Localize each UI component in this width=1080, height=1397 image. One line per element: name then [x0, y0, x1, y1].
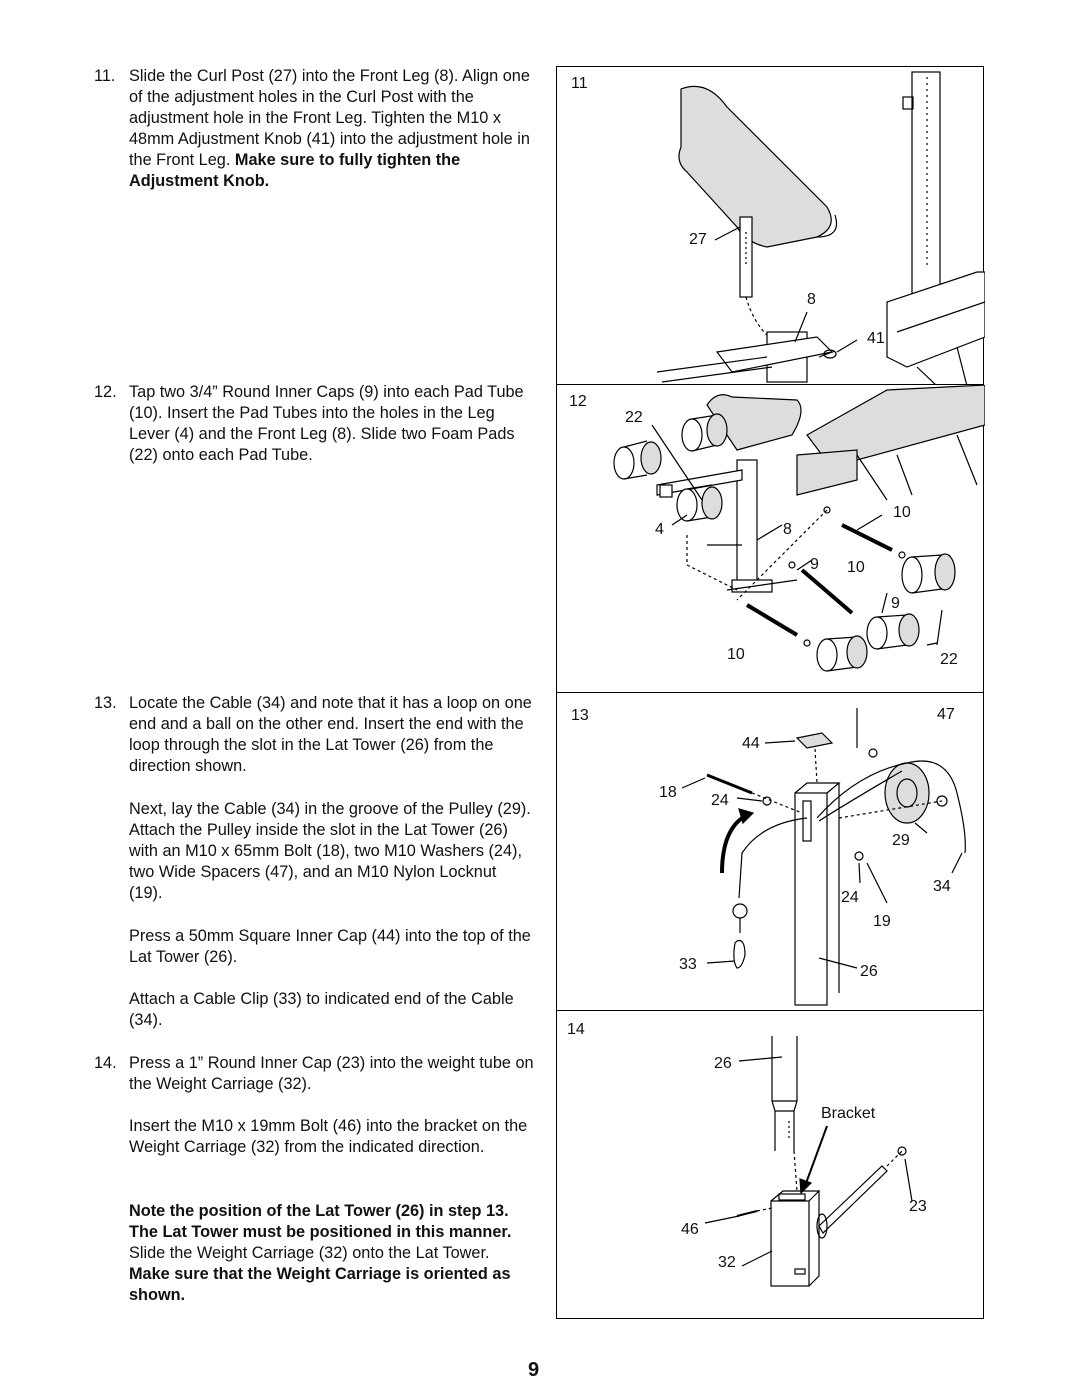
pad-tube-diagram — [613, 385, 985, 672]
page-number: 9 — [528, 1359, 540, 1381]
step-text: Press a 1” Round Inner Cap (23) into the… — [129, 1054, 534, 1093]
step-text: Locate the Cable (34) and note that it h… — [129, 694, 532, 775]
step-text: Tap two 3/4” Round Inner Caps (9) into e… — [129, 383, 524, 464]
figure-number: 14 — [567, 1021, 585, 1038]
figure-11: 11 27 8 41 — [556, 66, 985, 386]
callout-label: 8 — [807, 291, 816, 308]
callout-label: 10 — [893, 504, 911, 521]
callout-label: 4 — [655, 521, 664, 538]
callout-label: 47 — [937, 706, 955, 723]
step-text: Slide the Weight Carriage (32) onto the … — [129, 1244, 490, 1262]
callout-label: 24 — [711, 792, 729, 809]
step-14-para-2: Insert the M10 x 19mm Bolt (46) into the… — [129, 1117, 528, 1156]
callout-label: 33 — [679, 956, 697, 973]
step-text: Slide the Curl Post (27) into the Front … — [129, 67, 530, 169]
callout-label: 32 — [718, 1254, 736, 1271]
step-number: 13. — [94, 694, 117, 712]
step-13-para-4: Attach a Cable Clip (33) to indicated en… — [129, 990, 514, 1029]
callout-label: 26 — [860, 963, 878, 980]
callout-label: 44 — [742, 735, 760, 752]
figure-number: 12 — [569, 393, 587, 410]
callout-label: 10 — [727, 646, 745, 663]
callout-label: 10 — [847, 559, 865, 576]
callout-label: 46 — [681, 1221, 699, 1238]
callout-label: 27 — [689, 231, 707, 248]
callout-label: 19 — [873, 913, 891, 930]
step-number: 11. — [94, 67, 116, 85]
callout-label: 41 — [867, 330, 885, 347]
callout-label: 29 — [892, 832, 910, 849]
callout-label: 8 — [783, 521, 792, 538]
figure-13: 13 47 44 18 24 29 34 24 19 33 26 — [556, 692, 984, 1012]
curl-post-diagram — [656, 71, 985, 386]
callout-label: 9 — [810, 556, 819, 573]
step-number: 14. — [94, 1054, 117, 1072]
step-13-para-2: Next, lay the Cable (34) in the groove o… — [129, 800, 531, 902]
callout-label: 22 — [625, 409, 643, 426]
callout-label: 18 — [659, 784, 677, 801]
callout-label: 24 — [841, 889, 859, 906]
callout-label: Bracket — [821, 1105, 876, 1122]
step-13: 13. Locate the Cable (34) and note that … — [94, 693, 534, 777]
weight-carriage-diagram — [704, 1036, 913, 1287]
callout-label: 34 — [933, 878, 951, 895]
step-14-para-3: Note the position of the Lat Tower (26) … — [129, 1201, 534, 1306]
step-12: 12. Tap two 3/4” Round Inner Caps (9) in… — [94, 382, 534, 466]
figure-12: 12 22 10 4 8 9 10 9 10 22 — [556, 384, 985, 694]
callout-label: 26 — [714, 1055, 732, 1072]
figure-number: 13 — [571, 707, 589, 724]
step-14: 14. Press a 1” Round Inner Cap (23) into… — [94, 1053, 534, 1095]
step-11: 11. Slide the Curl Post (27) into the Fr… — [94, 66, 534, 192]
callout-label: 23 — [909, 1198, 927, 1215]
step-13-para-3: Press a 50mm Square Inner Cap (44) into … — [129, 927, 531, 966]
callout-label: 22 — [940, 651, 958, 668]
lat-tower-pulley-diagram — [681, 708, 966, 1006]
figure-14: 14 26 Bracket 23 46 32 — [556, 1010, 984, 1319]
step-warning: Make sure to fully tighten the Adjustmen… — [129, 151, 461, 190]
step-warning: Make sure that the Weight Carriage is or… — [129, 1265, 511, 1304]
step-warning: Note the position of the Lat Tower (26) … — [129, 1202, 512, 1241]
callout-label: 9 — [891, 595, 900, 612]
figure-number: 11 — [571, 75, 588, 92]
step-number: 12. — [94, 383, 117, 401]
